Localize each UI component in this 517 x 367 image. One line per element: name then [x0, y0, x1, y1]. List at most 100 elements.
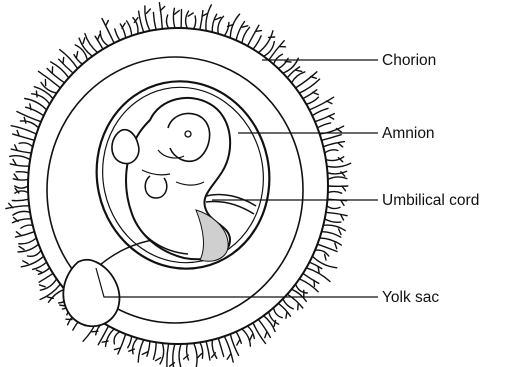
villus: [327, 163, 351, 167]
villus: [309, 97, 333, 110]
villus: [274, 308, 283, 318]
villus: [328, 171, 347, 174]
villus: [242, 27, 250, 43]
villus: [326, 212, 347, 215]
villus: [115, 29, 120, 40]
villus: [274, 54, 283, 64]
villus: [10, 164, 29, 166]
villus: [11, 126, 36, 134]
villus-branch: [36, 270, 42, 272]
label-umbilical-cord: Umbilical cord: [382, 193, 479, 209]
villus: [60, 50, 78, 69]
villus: [312, 256, 336, 268]
villus: [315, 250, 329, 256]
villus: [114, 332, 120, 344]
villus: [6, 206, 29, 209]
villus-branch: [298, 304, 299, 310]
villus: [15, 186, 28, 188]
villus: [187, 344, 189, 360]
villus: [32, 94, 50, 104]
villus-branch: [129, 349, 135, 351]
villus: [100, 31, 108, 46]
villus: [309, 262, 321, 269]
villus: [194, 343, 197, 367]
villus: [327, 206, 340, 209]
villus: [160, 343, 164, 364]
villus-branch: [156, 358, 161, 361]
villus: [200, 11, 203, 30]
villus: [318, 123, 331, 128]
villus-branch: [13, 159, 16, 164]
villus: [19, 238, 37, 244]
villus-branch: [106, 21, 109, 26]
villus: [173, 8, 175, 28]
villus: [159, 3, 162, 29]
villus: [20, 121, 38, 128]
villus: [212, 14, 216, 32]
villus: [322, 135, 342, 141]
villus: [38, 71, 60, 88]
villus-branch: [36, 91, 37, 97]
villus: [59, 59, 73, 73]
villus-branch: [23, 261, 28, 264]
villus: [128, 336, 132, 347]
villus-branch: [339, 229, 341, 235]
villus: [16, 172, 28, 173]
villus-branch: [335, 243, 337, 249]
villus: [322, 232, 341, 238]
villus-branch: [286, 312, 287, 318]
villus: [258, 319, 270, 337]
villus: [51, 62, 69, 78]
villus: [106, 329, 115, 346]
villus-branch: [63, 57, 64, 63]
villus-branch: [313, 92, 319, 94]
villus-branch: [102, 341, 108, 342]
villus-branch: [311, 77, 317, 79]
villus-branch: [338, 143, 343, 147]
villus: [325, 150, 338, 153]
villus: [320, 238, 342, 245]
villus-branch: [98, 35, 100, 41]
villus-branch: [285, 61, 291, 62]
villus: [306, 97, 318, 104]
villus: [299, 79, 319, 93]
villus: [79, 38, 92, 56]
villus: [242, 329, 251, 346]
label-chorion: Chorion: [382, 53, 436, 69]
villus-branch: [237, 340, 240, 345]
villus: [278, 303, 290, 316]
villus: [74, 55, 82, 65]
villus: [11, 149, 31, 153]
label-amnion: Amnion: [382, 126, 435, 142]
villus-branch: [314, 280, 315, 286]
villus: [328, 192, 342, 194]
villus: [303, 90, 317, 99]
villus: [19, 143, 33, 147]
villus-branch: [16, 232, 21, 236]
villus-branch: [40, 285, 46, 287]
villus-branch: [326, 101, 332, 104]
villus-branch: [19, 246, 24, 249]
villus-branch: [83, 38, 85, 44]
villus: [167, 344, 169, 367]
villus: [127, 21, 132, 36]
villus: [166, 15, 168, 28]
villus: [133, 338, 138, 354]
villus: [287, 294, 303, 308]
villus: [26, 107, 44, 116]
villus: [139, 11, 144, 32]
villus: [218, 338, 223, 356]
villus: [138, 340, 144, 362]
villus: [13, 134, 35, 140]
villus: [153, 12, 156, 29]
villus: [253, 36, 261, 49]
villus-branch: [250, 335, 253, 341]
villus: [323, 225, 345, 231]
villus-branch: [188, 13, 193, 16]
villus: [186, 11, 189, 28]
villus: [153, 342, 156, 359]
villus: [292, 72, 305, 83]
villus-branch: [14, 174, 18, 179]
villus: [325, 219, 341, 222]
